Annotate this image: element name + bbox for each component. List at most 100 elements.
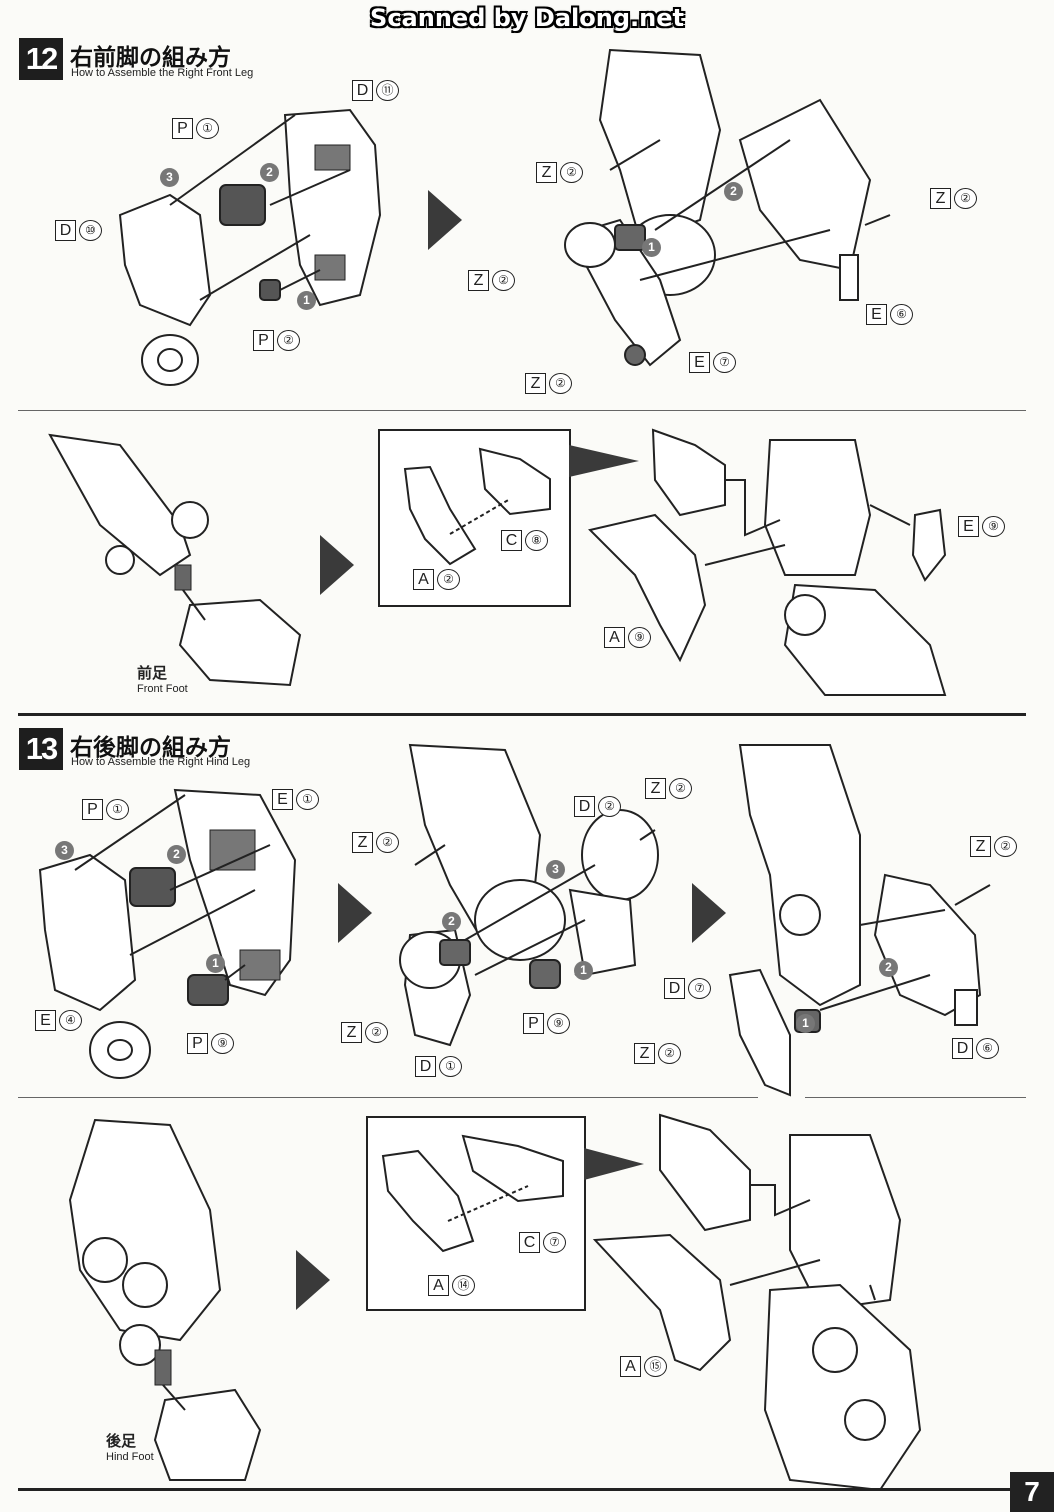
next-step-arrow — [692, 883, 726, 943]
hind-leg-assembled-illustration — [68, 1118, 262, 1481]
next-step-arrow — [320, 535, 354, 595]
part-letter: Z — [634, 1043, 655, 1064]
front-leg-armor-illustration — [588, 428, 947, 696]
part-number: ② — [277, 330, 300, 351]
part-letter: E — [272, 789, 293, 810]
part-number: ⑩ — [79, 220, 102, 241]
part-letter: E — [35, 1010, 56, 1031]
part-letter: Z — [970, 836, 991, 857]
part-number: ① — [439, 1056, 462, 1077]
next-step-arrow — [296, 1250, 330, 1310]
order-marker-3: 3 — [55, 841, 74, 860]
step-13-number: 13 — [19, 728, 63, 770]
part-letter: Z — [468, 270, 489, 291]
leg-joint-illustration — [564, 48, 891, 367]
part-number: ① — [106, 799, 129, 820]
part-letter: P — [523, 1013, 544, 1034]
part-number: ⑧ — [525, 530, 548, 551]
step-12-title-en: How to Assemble the Right Front Leg — [71, 67, 254, 79]
order-marker-3: 3 — [546, 860, 565, 879]
part-letter: P — [253, 330, 274, 351]
part-number: ⑦ — [688, 978, 711, 999]
part-letter: D — [664, 978, 685, 999]
part-letter: A — [428, 1275, 449, 1296]
part-number: ⑨ — [547, 1013, 570, 1034]
inset-pointer-arrow — [569, 445, 639, 477]
order-marker-1: 1 — [574, 961, 593, 980]
part-letter: E — [958, 516, 979, 537]
part-letter: Z — [536, 162, 557, 183]
step-13-title-en: How to Assemble the Right Hind Leg — [71, 756, 251, 768]
part-number: ⑨ — [211, 1033, 234, 1054]
part-number: ⑨ — [628, 627, 651, 648]
hind-leg-armor-frame-illustration — [728, 744, 991, 1097]
order-marker-2: 2 — [724, 182, 743, 201]
front-leg-assembled-illustration — [48, 433, 302, 687]
part-number: ⑥ — [976, 1038, 999, 1059]
part-letter: P — [187, 1033, 208, 1054]
part-number: ⑪ — [376, 80, 399, 101]
hind-leg-joint-illustration — [399, 743, 659, 1047]
section-divider — [805, 1097, 1026, 1098]
part-letter: Z — [341, 1022, 362, 1043]
front-foot-label-en: Front Foot — [137, 683, 188, 695]
part-letter: C — [519, 1232, 540, 1253]
step-12-title-jp: 右前脚の組み方 — [70, 45, 231, 71]
order-marker-1: 1 — [642, 238, 661, 257]
part-number: ② — [669, 778, 692, 799]
hind-leg-armor-illustration — [592, 1113, 922, 1492]
section-divider — [18, 410, 1026, 411]
part-number: ⑦ — [713, 352, 736, 373]
part-number: ⑨ — [982, 516, 1005, 537]
next-step-arrow — [428, 190, 462, 250]
hind-leg-frame-illustration — [38, 788, 297, 1079]
part-number: ⑭ — [452, 1275, 475, 1296]
part-letter: D — [352, 80, 373, 101]
part-number: ② — [365, 1022, 388, 1043]
leg-frame-illustration — [118, 108, 382, 386]
page-bottom-rule — [18, 1488, 1054, 1491]
part-letter: E — [866, 304, 887, 325]
part-letter: D — [574, 796, 595, 817]
part-number: ② — [994, 836, 1017, 857]
part-number: ② — [598, 796, 621, 817]
part-letter: E — [689, 352, 710, 373]
order-marker-1: 1 — [297, 291, 316, 310]
hind-foot-label-jp: 後足 — [106, 1432, 137, 1450]
part-number: ② — [549, 373, 572, 394]
order-marker-2: 2 — [167, 845, 186, 864]
part-number: ① — [196, 118, 219, 139]
step-divider — [18, 713, 1026, 716]
order-marker-2: 2 — [442, 912, 461, 931]
hind-foot-label-en: Hind Foot — [106, 1451, 154, 1463]
part-number: ② — [492, 270, 515, 291]
part-letter: C — [501, 530, 522, 551]
part-letter: Z — [352, 832, 373, 853]
part-number: ② — [376, 832, 399, 853]
